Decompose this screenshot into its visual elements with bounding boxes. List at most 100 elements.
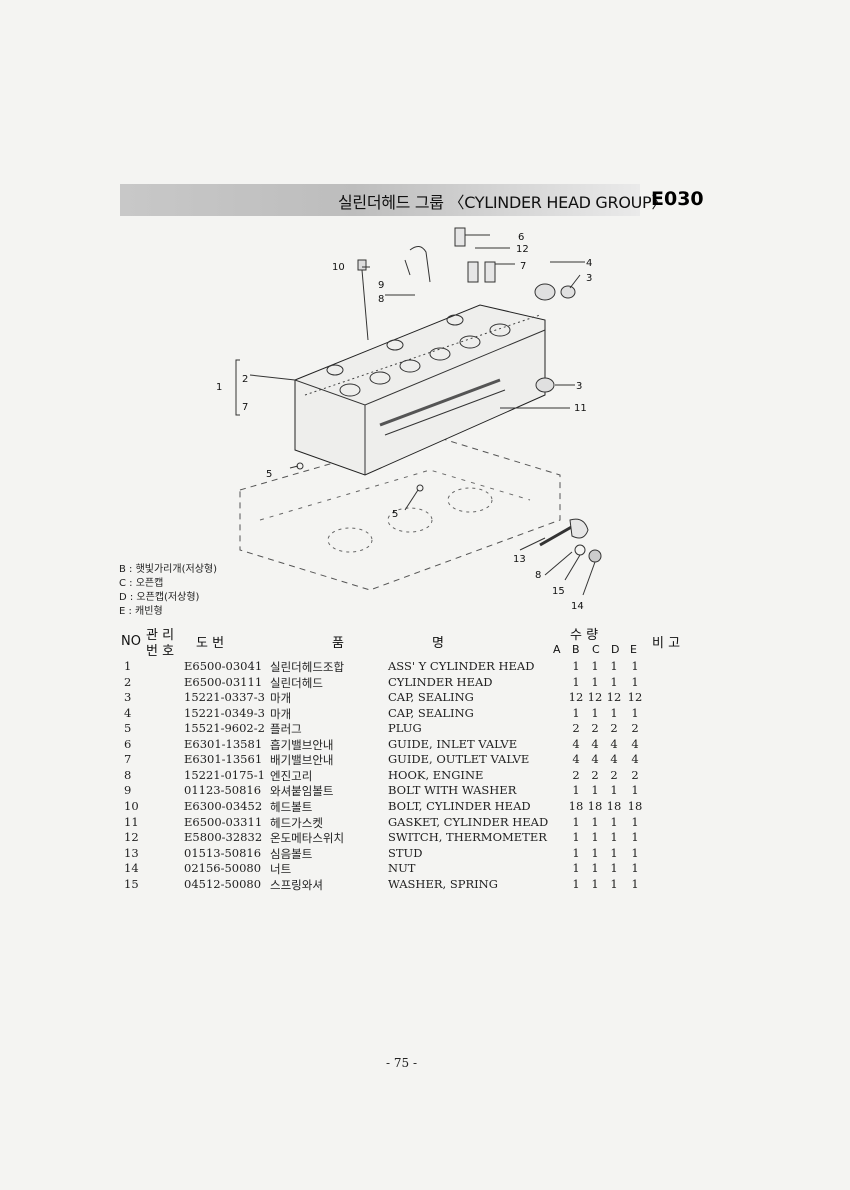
row-no: 8 [124, 767, 132, 782]
callout-12: 12 [516, 244, 529, 255]
row-korean-name: 온도메타스위치 [270, 831, 345, 846]
row-english-name: GUIDE, INLET VALVE [388, 736, 518, 751]
row-qty: 2 [591, 721, 599, 736]
callout-7b: 7 [242, 402, 248, 413]
row-no: 9 [124, 783, 132, 798]
qty-col-a: A [553, 643, 561, 656]
row-part-number: E6300-03452 [184, 798, 263, 813]
page-title: 실린더헤드 그룹 〈CYLINDER HEAD GROUP〉 [338, 193, 668, 212]
row-english-name: CAP, SEALING [388, 705, 474, 720]
row-qty: 2 [610, 767, 618, 782]
row-qty: 1 [572, 845, 580, 860]
row-qty: 1 [572, 783, 580, 798]
row-no: 13 [124, 845, 139, 860]
row-part-number: E6301-13581 [184, 736, 263, 751]
row-korean-name: 마개 [270, 691, 292, 706]
row-qty: 1 [591, 861, 599, 876]
row-qty: 1 [631, 830, 639, 845]
row-qty: 12 [627, 690, 643, 705]
callout-15: 15 [552, 586, 565, 597]
callout-3b: 3 [576, 381, 582, 392]
row-korean-name: 실린더헤드 [270, 675, 323, 690]
col-drawing-header: 도 번 [196, 636, 225, 651]
row-qty: 4 [591, 752, 599, 767]
row-qty: 1 [572, 674, 580, 689]
callout-4: 4 [586, 258, 592, 269]
row-korean-name: 스프링와셔 [270, 877, 323, 892]
row-part-number: E6301-13561 [184, 752, 263, 767]
row-qty: 4 [610, 736, 618, 751]
row-qty: 1 [610, 845, 618, 860]
row-qty: 1 [591, 783, 599, 798]
row-korean-name: 엔진고리 [270, 768, 313, 783]
row-english-name: WASHER, SPRING [388, 876, 498, 891]
row-part-number: 01123-50816 [184, 783, 262, 798]
row-korean-name: 흡기밸브안내 [270, 737, 334, 752]
col-name-header: 명 [432, 636, 444, 651]
callout-1: 1 [216, 382, 222, 393]
row-qty: 4 [572, 752, 580, 767]
qty-col-b: B [572, 643, 580, 656]
row-qty: 1 [631, 814, 639, 829]
row-qty: 1 [610, 705, 618, 720]
callout-8b: 8 [535, 570, 541, 581]
row-qty: 2 [631, 767, 639, 782]
row-qty: 18 [568, 798, 584, 813]
callout-6: 6 [518, 232, 524, 243]
row-part-number: 04512-50080 [184, 876, 262, 891]
row-qty: 1 [631, 876, 639, 891]
row-qty: 1 [610, 674, 618, 689]
group-code: E030 [651, 188, 704, 210]
row-english-name: PLUG [388, 721, 422, 736]
row-no: 12 [124, 830, 139, 845]
callout-5: 5 [266, 469, 272, 480]
row-qty: 1 [572, 876, 580, 891]
callout-11: 11 [574, 403, 587, 414]
row-part-number: 15521-9602-2 [184, 721, 265, 736]
row-part-number: E6500-03111 [184, 674, 263, 689]
cylinder-head-block [294, 304, 546, 476]
row-english-name: HOOK, ENGINE [388, 767, 484, 782]
row-qty: 2 [572, 767, 580, 782]
exploded-diagram: 10 9 8 6 12 7 4 3 1 2 7 3 11 5 5 13 8 15… [216, 227, 602, 612]
row-no: 14 [124, 861, 139, 876]
row-qty: 1 [591, 814, 599, 829]
row-qty: 18 [606, 798, 622, 813]
row-qty: 1 [610, 783, 618, 798]
row-qty: 1 [610, 814, 618, 829]
row-korean-name: 헤드볼트 [270, 799, 313, 814]
row-korean-name: 심음볼트 [270, 846, 313, 861]
row-korean-name: 배기밸브안내 [270, 753, 334, 768]
callout-5b: 5 [392, 509, 398, 520]
row-english-name: CAP, SEALING [388, 690, 474, 705]
legend-c: C : 오픈캡 [119, 578, 164, 589]
qty-col-c: C [592, 643, 600, 656]
row-english-name: SWITCH, THERMOMETER [388, 830, 547, 845]
gasket-outline [239, 434, 561, 591]
row-english-name: STUD [388, 845, 423, 860]
row-part-number: 02156-50080 [184, 861, 262, 876]
row-qty: 4 [572, 736, 580, 751]
row-no: 5 [124, 721, 132, 736]
row-qty: 1 [610, 861, 618, 876]
legend-d: D : 오픈캡(저상형) [119, 592, 200, 603]
row-qty: 1 [631, 674, 639, 689]
row-korean-name: 너트 [270, 862, 292, 877]
row-part-number: 15221-0175-1 [184, 767, 265, 782]
legend-e: E : 캐빈형 [119, 606, 163, 617]
row-qty: 12 [606, 690, 622, 705]
row-qty: 1 [610, 830, 618, 845]
row-no: 6 [124, 736, 132, 751]
callout-3: 3 [586, 273, 592, 284]
row-english-name: BOLT WITH WASHER [388, 783, 517, 798]
row-qty: 12 [568, 690, 584, 705]
